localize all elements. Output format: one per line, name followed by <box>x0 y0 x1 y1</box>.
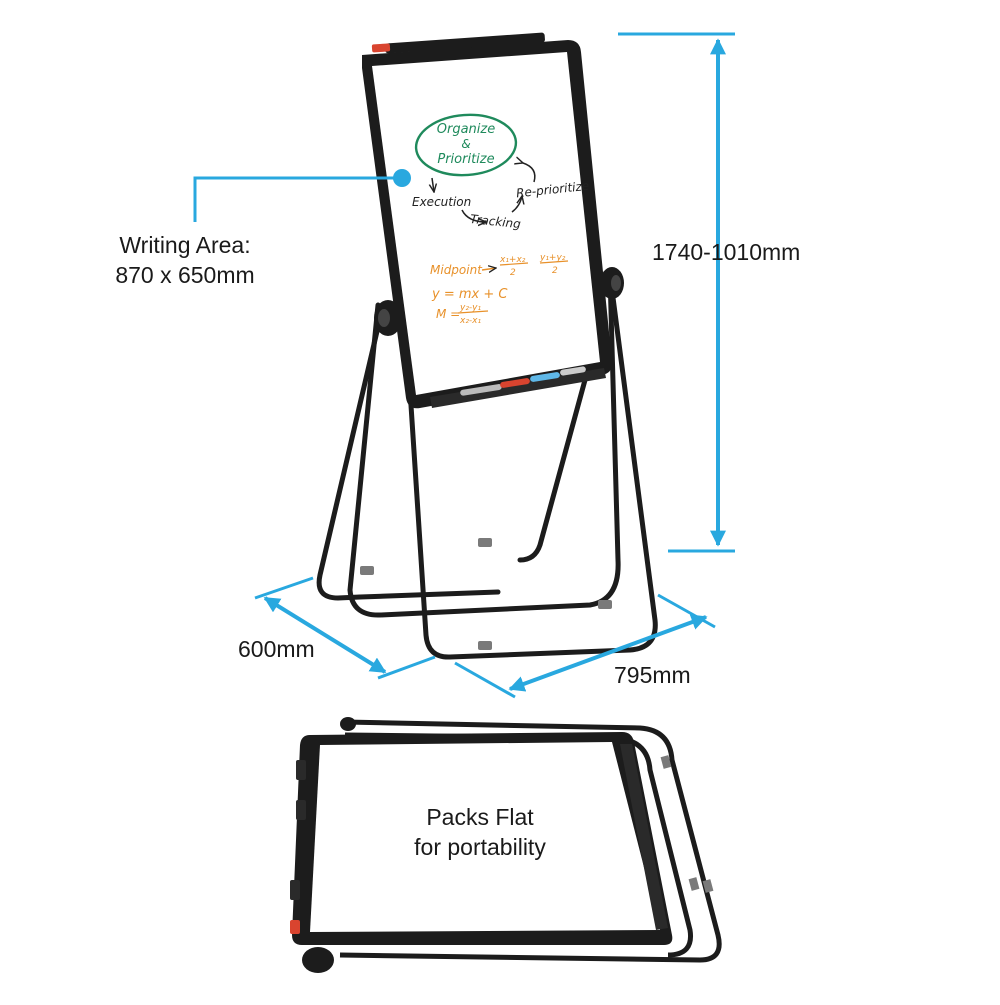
height-value: 1740-1010mm <box>652 239 801 265</box>
board-writing: Organize & Prioritize Execution Tracking… <box>412 113 590 326</box>
board-text-organize: Organize <box>437 122 495 137</box>
packs-flat-title: Packs Flat <box>426 804 534 830</box>
board-text-midpoint: Midpoint <box>430 263 483 277</box>
board-text-frac2-den: 2 <box>552 266 558 276</box>
dimension-depth <box>254 576 436 680</box>
board-text-slope-den: x₂-x₁ <box>459 316 482 326</box>
dimension-writing-area <box>193 169 411 222</box>
board-text-equation: y = mx + C <box>431 287 508 302</box>
height-label: 1740-1010mm <box>652 237 800 267</box>
width-value: 795mm <box>614 662 691 688</box>
dimension-width <box>454 593 716 699</box>
depth-label: 600mm <box>238 634 315 664</box>
board-text-prioritize: Prioritize <box>437 152 494 167</box>
packs-flat-subtitle: for portability <box>414 834 546 860</box>
depth-value: 600mm <box>238 636 315 662</box>
board-text-slope-num: y₂-y₁ <box>459 303 482 313</box>
width-label: 795mm <box>614 660 691 690</box>
board-text-execution: Execution <box>412 195 471 209</box>
packs-flat-label: Packs Flat for portability <box>380 802 580 862</box>
pivot-knob-right <box>600 267 624 299</box>
board-text-tracking: Tracking <box>469 212 521 231</box>
board-text-frac2-num: y₁+y₂ <box>539 253 566 263</box>
marker-pens <box>460 366 586 396</box>
dimension-height <box>618 32 735 553</box>
board-text-slope-m: M = <box>436 307 460 321</box>
board-text-frac1-den: 2 <box>510 268 516 278</box>
board-text-amp: & <box>461 137 470 151</box>
board-text-frac1-num: x₁+x₂ <box>499 255 526 265</box>
organize-circle <box>414 113 518 177</box>
leg-end-caps <box>360 538 612 650</box>
writing-area-size: 870 x 650mm <box>115 262 255 288</box>
folded-easel <box>290 717 722 973</box>
writing-area-title: Writing Area: <box>119 232 251 258</box>
writing-area-label: Writing Area: 870 x 650mm <box>100 230 270 290</box>
